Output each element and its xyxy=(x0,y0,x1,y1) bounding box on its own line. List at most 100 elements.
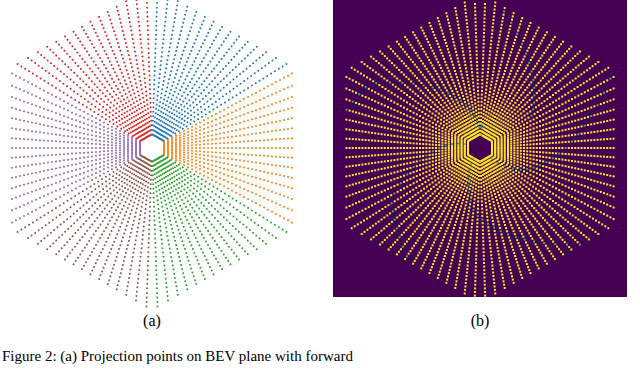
projected-point xyxy=(267,95,269,97)
projected-point xyxy=(175,244,177,246)
projected-point xyxy=(99,128,101,130)
projected-point xyxy=(255,154,257,156)
projected-point xyxy=(43,155,45,157)
projected-point xyxy=(253,245,255,247)
projected-point xyxy=(164,269,166,271)
projected-point xyxy=(223,126,225,128)
projected-point xyxy=(119,154,121,156)
projected-point xyxy=(31,83,33,85)
projected-point xyxy=(79,121,81,123)
projected-point xyxy=(235,228,237,230)
projected-point xyxy=(129,176,131,178)
projected-point xyxy=(78,101,80,103)
projected-point xyxy=(86,106,88,108)
projected-point xyxy=(255,101,257,103)
projected-point xyxy=(23,215,25,217)
projected-point xyxy=(34,232,36,234)
projected-point xyxy=(167,235,169,237)
projected-point xyxy=(125,252,127,254)
projected-point xyxy=(262,217,264,219)
projected-point xyxy=(187,160,189,162)
projected-point xyxy=(228,246,230,248)
projected-point xyxy=(99,140,101,142)
projected-point xyxy=(252,232,254,234)
projected-point xyxy=(148,228,150,230)
projected-point xyxy=(91,151,93,153)
projected-point xyxy=(123,162,125,164)
projected-point xyxy=(118,215,120,217)
projected-point xyxy=(190,226,192,228)
projected-point xyxy=(138,269,140,271)
projected-point xyxy=(244,237,246,239)
projected-point xyxy=(255,117,257,119)
projected-point xyxy=(193,187,195,189)
projected-point xyxy=(166,208,168,210)
projected-point xyxy=(231,118,233,120)
projected-point xyxy=(180,236,182,238)
projected-point xyxy=(149,210,151,212)
projected-point xyxy=(154,247,156,249)
projected-point xyxy=(275,81,277,83)
projected-point xyxy=(155,269,157,271)
projected-point xyxy=(55,119,57,121)
projected-point xyxy=(23,90,25,92)
projected-point xyxy=(64,231,66,233)
projected-point xyxy=(169,192,171,194)
projected-point xyxy=(271,200,273,202)
projected-point xyxy=(152,183,154,185)
projected-point xyxy=(61,234,63,236)
projected-point xyxy=(187,166,189,168)
projected-point xyxy=(176,179,178,181)
projected-point xyxy=(282,229,284,231)
projected-point xyxy=(47,132,49,134)
projected-point xyxy=(59,196,61,198)
projected-point xyxy=(235,135,237,137)
projected-point xyxy=(209,183,211,185)
projected-point xyxy=(204,186,206,188)
projected-point xyxy=(149,215,151,217)
projected-point xyxy=(112,268,114,270)
projected-point xyxy=(221,236,223,238)
projected-point xyxy=(139,177,141,179)
projected-point xyxy=(179,139,181,141)
projected-point xyxy=(227,113,229,115)
projected-point xyxy=(227,131,229,133)
projected-point xyxy=(123,155,125,157)
projected-point xyxy=(138,222,140,224)
projected-point xyxy=(72,235,74,237)
projected-point xyxy=(107,147,109,149)
projected-point xyxy=(11,187,13,189)
projected-point xyxy=(126,174,128,176)
projected-point xyxy=(235,171,237,173)
projected-point xyxy=(187,147,189,149)
projected-point xyxy=(107,170,109,172)
projected-point xyxy=(259,162,261,164)
projected-point xyxy=(147,182,149,184)
projected-point xyxy=(137,181,139,183)
projected-point xyxy=(144,185,146,187)
projected-point xyxy=(191,162,193,164)
projected-point xyxy=(140,173,142,175)
projected-point xyxy=(115,200,117,202)
projected-point xyxy=(39,115,41,117)
projected-point xyxy=(19,195,21,197)
projected-point xyxy=(31,200,33,202)
projected-point xyxy=(223,207,225,209)
projected-point xyxy=(231,190,233,192)
projected-point xyxy=(216,202,218,204)
projected-point xyxy=(207,117,209,119)
projected-point xyxy=(191,126,193,128)
projected-point xyxy=(103,193,105,195)
projected-point xyxy=(199,144,201,146)
projected-point xyxy=(154,233,156,235)
projected-point xyxy=(175,156,177,158)
projected-point xyxy=(39,123,41,125)
projected-point xyxy=(83,147,85,149)
projected-point xyxy=(251,209,253,211)
projected-point xyxy=(87,156,89,158)
projected-point xyxy=(130,162,132,164)
projected-point xyxy=(113,190,115,192)
projected-point xyxy=(203,166,205,168)
projected-point xyxy=(109,183,111,185)
projected-point xyxy=(228,232,230,234)
